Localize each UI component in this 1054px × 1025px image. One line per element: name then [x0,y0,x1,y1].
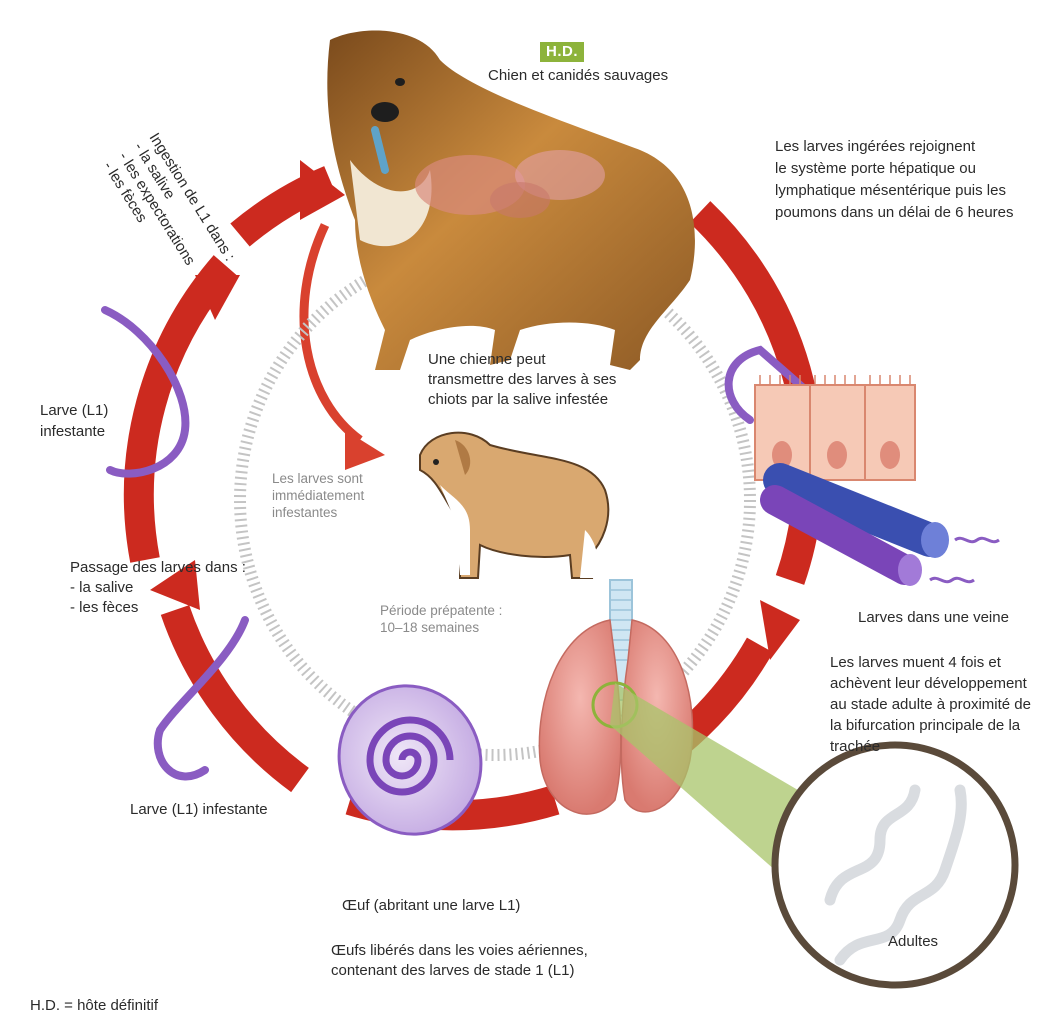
mother-line-1: Une chienne peut [428,350,616,370]
moult-line-2: achèvent leur développement [830,673,1031,694]
transmission-arrowhead [345,430,385,470]
larva-top-label: Larve (L1) infestante [40,400,108,442]
prepatent-line-1: Période prépatente : [380,602,502,619]
infective-now-line-3: infestantes [272,504,364,521]
vein-label: Larves dans une veine [858,608,1009,627]
ingested-note: Les larves ingérées rejoignent le systèm… [775,136,1014,224]
prepatent-note: Période prépatente : 10–18 semaines [380,602,502,636]
moult-note: Les larves muent 4 fois et achèvent leur… [830,652,1031,757]
moult-line-4: la bifurcation principale de la [830,715,1031,736]
ingested-line-3: lymphatique mésentérique puis les [775,180,1014,202]
infective-now-line-1: Les larves sont [272,470,364,487]
passage-line-1: Passage des larves dans : [70,558,246,578]
larva-top-line-1: Larve (L1) [40,400,108,421]
moult-line-1: Les larves muent 4 fois et [830,652,1031,673]
ingested-line-4: poumons dans un délai de 6 heures [775,202,1014,224]
host-name: Chien et canidés sauvages [488,66,668,85]
ingested-line-1: Les larves ingérées rejoignent [775,136,1014,158]
passage-line-2: - la salive [70,578,246,598]
eggs-released-note: Œufs libérés dans les voies aériennes, c… [331,941,588,981]
egg-label: Œuf (abritant une larve L1) [342,896,520,915]
larva-bottom-label: Larve (L1) infestante [130,800,268,819]
host-badge: H.D. [540,42,584,62]
moult-line-3: au stade adulte à proximité de [830,694,1031,715]
passage-line-3: - les fèces [70,598,246,618]
puppy-illustration [420,433,608,578]
mother-line-3: chiots par la salive infestée [428,390,616,410]
eggs-released-line-1: Œufs libérés dans les voies aériennes, [331,941,588,961]
infective-now-note: Les larves sont immédiatement infestante… [272,470,364,521]
mother-note: Une chienne peut transmettre des larves … [428,350,616,410]
ingested-line-2: le système porte hépatique ou [775,158,1014,180]
mother-line-2: transmettre des larves à ses [428,370,616,390]
infective-now-line-2: immédiatement [272,487,364,504]
eggs-released-line-2: contenant des larves de stade 1 (L1) [331,961,588,981]
larva-top-line-2: infestante [40,421,108,442]
passage-note: Passage des larves dans : - la salive - … [70,558,246,618]
prepatent-line-2: 10–18 semaines [380,619,502,636]
adults-label: Adultes [888,932,938,951]
legend: H.D. = hôte définitif [30,996,158,1015]
transmission-arrow [304,225,360,440]
moult-line-5: trachée [830,736,1031,757]
